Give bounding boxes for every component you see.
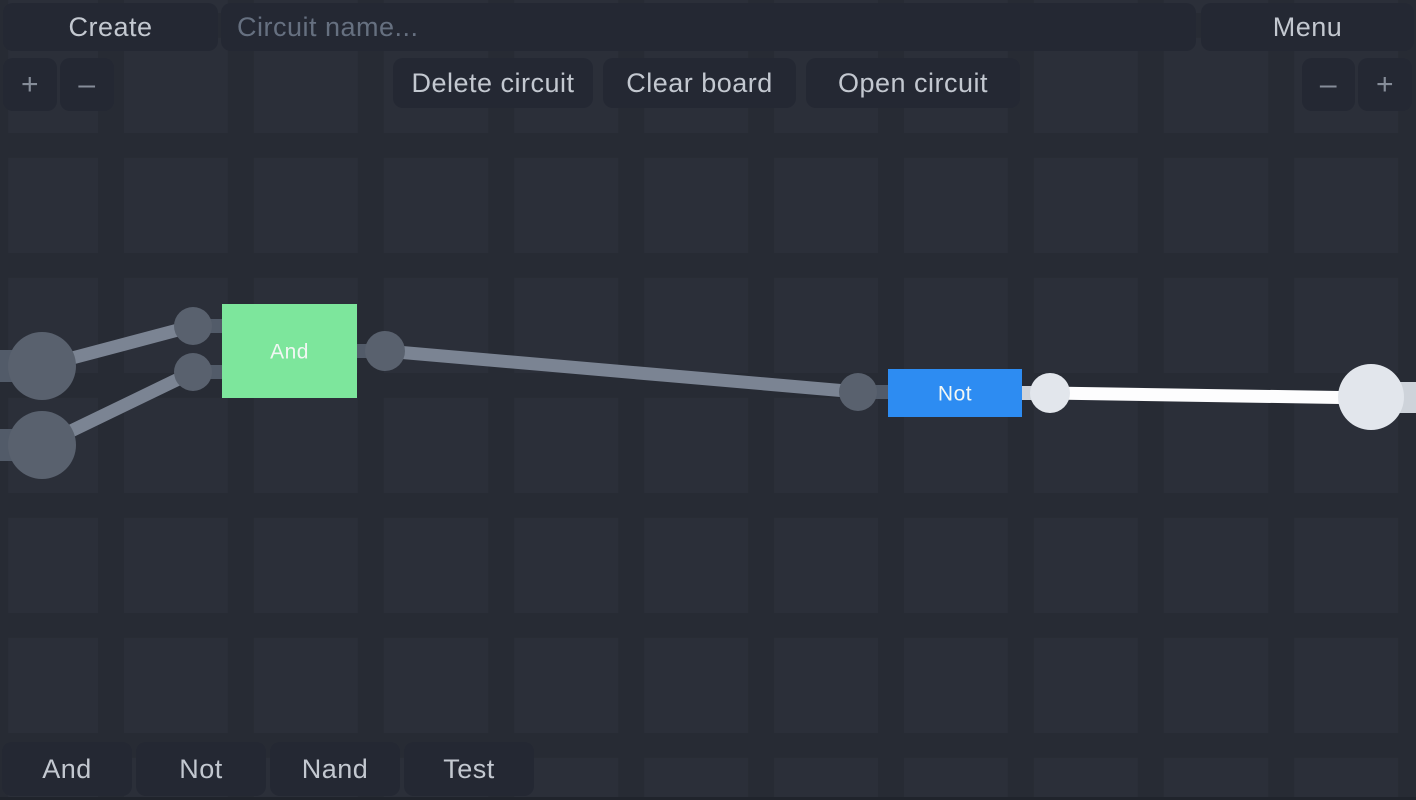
clear-board-button[interactable]: Clear board bbox=[603, 58, 796, 108]
palette-item-not[interactable]: Not bbox=[136, 742, 266, 796]
create-button[interactable]: Create bbox=[3, 3, 218, 51]
board-output-1-terminal-node[interactable] bbox=[1338, 364, 1404, 430]
gate-and[interactable] bbox=[222, 304, 357, 398]
gate-not[interactable] bbox=[888, 369, 1022, 417]
palette-item-test[interactable]: Test bbox=[404, 742, 534, 796]
zoom-out-button-right[interactable]: – bbox=[1302, 58, 1355, 111]
zoom-in-button-right[interactable]: + bbox=[1358, 58, 1412, 111]
circuit-name-input[interactable] bbox=[221, 3, 1196, 51]
board-input-1-terminal-node[interactable] bbox=[8, 332, 76, 400]
and-out-pin-node[interactable] bbox=[365, 331, 405, 371]
gate-and-label: And bbox=[270, 341, 309, 364]
palette-item-nand[interactable]: Nand bbox=[270, 742, 400, 796]
wire[interactable] bbox=[1049, 386, 1372, 405]
not-out-pin-node[interactable] bbox=[1030, 373, 1070, 413]
and-in-1-pin-node[interactable] bbox=[174, 307, 212, 345]
not-in-pin-node[interactable] bbox=[839, 373, 877, 411]
menu-button[interactable]: Menu bbox=[1201, 3, 1414, 51]
palette-item-and[interactable]: And bbox=[2, 742, 132, 796]
gate-not-label: Not bbox=[938, 383, 972, 406]
zoom-in-button-left[interactable]: + bbox=[3, 58, 57, 111]
bottom-edge-divider bbox=[0, 797, 1416, 800]
wire[interactable] bbox=[384, 344, 859, 399]
open-circuit-button[interactable]: Open circuit bbox=[806, 58, 1020, 108]
board-input-2-terminal-node[interactable] bbox=[8, 411, 76, 479]
zoom-out-button-left[interactable]: – bbox=[60, 58, 114, 111]
delete-circuit-button[interactable]: Delete circuit bbox=[393, 58, 593, 108]
and-in-2-pin-node[interactable] bbox=[174, 353, 212, 391]
